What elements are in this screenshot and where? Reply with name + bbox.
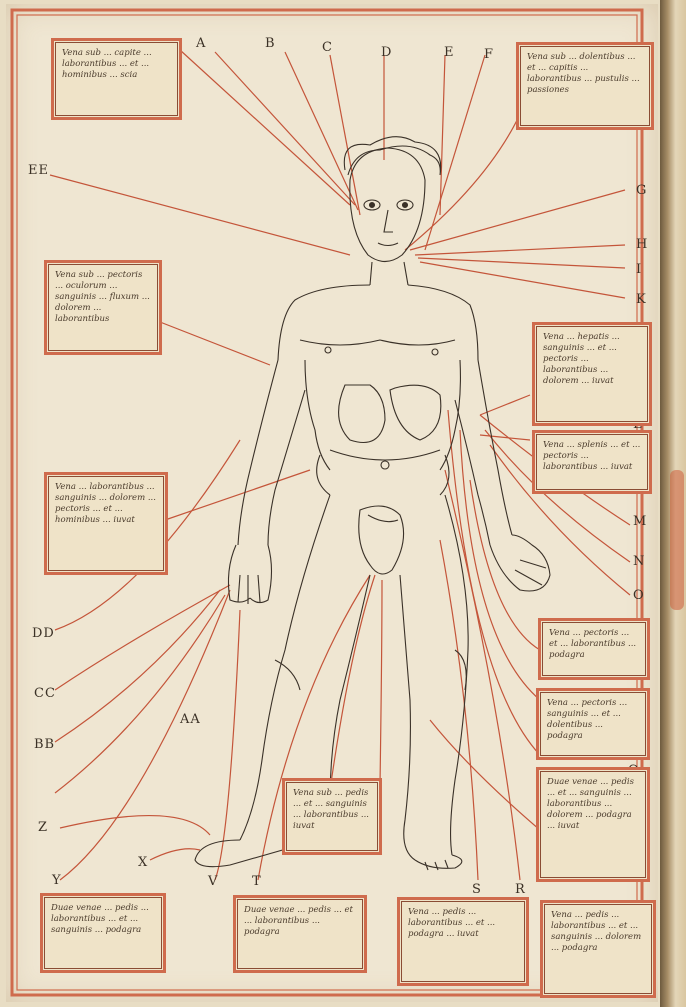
label-s: S — [472, 882, 482, 897]
label-b: B — [265, 36, 276, 51]
note-bottom-mid-right: Vena ... pedis ... laborantibus ... et .… — [397, 897, 529, 986]
note-right-upper: Vena ... hepatis ... sanguinis ... et ..… — [532, 322, 652, 426]
label-k: K — [636, 292, 647, 307]
label-t: T — [252, 874, 262, 889]
label-x: X — [138, 855, 148, 870]
label-ee: EE — [28, 163, 49, 178]
label-m: M — [633, 514, 647, 529]
note-top-right: Vena sub ... dolentibus ... et ... capit… — [516, 42, 654, 130]
note-bottom-left: Duae venae ... pedis ... laborantibus ..… — [40, 893, 166, 973]
note-top-left: Vena sub ... capite ... laborantibus ...… — [51, 38, 182, 120]
label-i: I — [636, 262, 642, 277]
note-bottom-center: Duae venae ... pedis ... et ... laborant… — [233, 895, 367, 973]
label-e: E — [444, 45, 455, 60]
label-aa: AA — [180, 712, 201, 727]
label-c: C — [322, 40, 333, 55]
label-n: N — [633, 554, 645, 569]
note-right-r: Duae venae ... pedis ... et ... sanguini… — [536, 767, 650, 882]
label-cc: CC — [34, 686, 56, 701]
label-dd: DD — [32, 626, 55, 641]
label-v: V — [208, 874, 218, 889]
label-bb: BB — [34, 737, 55, 752]
note-left-mid: Vena ... laborantibus ... sanguinis ... … — [44, 472, 168, 575]
label-y: Y — [52, 873, 62, 888]
label-g: G — [636, 183, 647, 198]
note-bottom-right: Vena ... pedis ... laborantibus ... et .… — [540, 900, 656, 998]
note-left-upper: Vena sub ... pectoris ... oculorum ... s… — [44, 260, 162, 355]
note-right-mid: Vena ... splenis ... et ... pectoris ...… — [532, 430, 652, 494]
label-d: D — [381, 45, 392, 60]
note-center-low: Vena sub ... pedis ... et ... sanguinis … — [282, 778, 382, 855]
note-right-p: Vena ... pectoris ... et ... laborantibu… — [538, 618, 650, 680]
label-a: A — [196, 36, 206, 51]
label-z: Z — [38, 820, 48, 835]
label-f: F — [484, 47, 494, 62]
label-r: R — [515, 882, 526, 897]
label-h: H — [636, 237, 648, 252]
note-right-q: Vena ... pectoris ... sanguinis ... et .… — [536, 688, 650, 760]
label-o: O — [633, 588, 645, 603]
